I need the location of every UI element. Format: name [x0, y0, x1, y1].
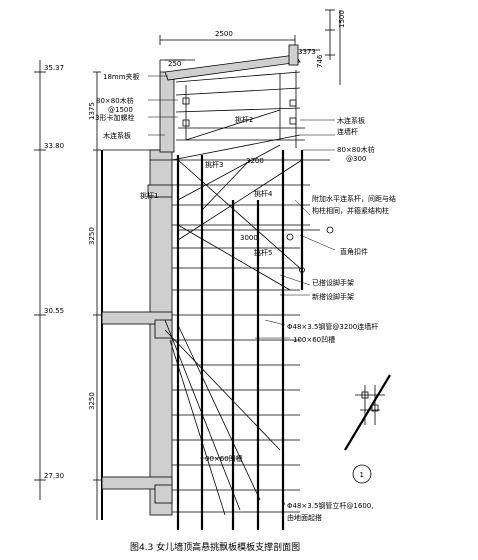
label-spacing-1500: @1500 — [108, 106, 133, 114]
label-tie-rod: 连墙杆 — [337, 127, 358, 136]
top-formwork — [175, 70, 305, 148]
elevation-30-55: 30.55 — [44, 307, 64, 315]
label-groove-lower: 00×60凹槽 — [205, 454, 243, 463]
label-3000: 3000 — [240, 234, 258, 242]
label-three-clip: 3形卡加螺栓 — [95, 113, 134, 122]
elevation-35-37: 35.37 — [44, 64, 64, 72]
diagonal-braces — [164, 134, 320, 516]
top-dimensions: 2500 1500 746 3373 250 — [159, 9, 346, 85]
label-wood-tie-left: 木连系板 — [103, 131, 131, 140]
dim-1500-top: 1500 — [338, 10, 346, 28]
label-existing-scaffold: 已搭设脚手架 — [312, 278, 354, 287]
dim-3373: 3373 — [298, 48, 316, 56]
dim-746: 746 — [316, 54, 324, 68]
label-right-angle-clamp: 直角扣件 — [340, 247, 368, 256]
label-pick-rod-3: 挑杆3 — [205, 160, 223, 169]
dim-3250-lower: 3250 — [88, 392, 96, 410]
label-pick-rod-4: 挑杆4 — [254, 189, 273, 198]
label-note-line2: 构柱相同，并箍紧结构柱 — [312, 206, 389, 215]
leader-lines — [148, 75, 336, 506]
label-square-timber-right: 80×80木枋 — [337, 145, 375, 154]
label-pick-rod-5: 挑杆5 — [254, 248, 272, 257]
label-steel-pipe-tie: Φ48×3.5钢管@3200连墙杆 — [287, 322, 378, 331]
label-groove-upper: 100×60凹槽 — [293, 335, 335, 344]
detail-callout-number: 1 — [360, 471, 364, 479]
label-square-timber-top: 80×80木枋 — [96, 96, 134, 105]
figure-caption: 图4.3 女儿墙顶高悬挑飘板模板支撑剖面图 — [130, 541, 300, 553]
clamp-nodes — [286, 226, 334, 273]
label-ground-start: 由地面起搭 — [287, 513, 322, 522]
elevation-27-30: 27.30 — [44, 472, 64, 480]
dim-250: 250 — [168, 60, 181, 68]
label-new-scaffold: 新搭设脚手架 — [312, 292, 354, 301]
elevation-33-80: 33.80 — [44, 142, 64, 150]
label-steel-pipe-vertical: Φ48×3.5钢管立杆@1600, — [287, 501, 373, 510]
label-pick-rod-1: 挑杆1 — [140, 191, 158, 200]
label-note-line1: 附加水平连系杆，间距与结 — [312, 194, 396, 203]
detail-inset: 1 — [344, 374, 391, 484]
label-3200: 3200 — [246, 157, 264, 165]
label-clamp-board: 18mm夹板 — [103, 72, 140, 81]
label-spacing-300: @300 — [346, 155, 366, 163]
labels: 18mm夹板 80×80木枋 @1500 3形卡加螺栓 木连系板 木连系板 连墙… — [95, 72, 396, 522]
dim-2500: 2500 — [215, 30, 233, 38]
label-wood-tie-right: 木连系板 — [337, 116, 365, 125]
scaffold-horizontals — [150, 159, 330, 513]
elevation-axis: 35.37 33.80 30.55 27.30 1375 3250 3250 — [34, 60, 101, 520]
dim-3250-upper: 3250 — [88, 227, 96, 245]
dim-1375: 1375 — [88, 102, 96, 120]
detail-callout-circle — [352, 464, 372, 484]
label-pick-rod-2: 挑杆2 — [235, 115, 253, 124]
building-structure — [101, 44, 301, 520]
